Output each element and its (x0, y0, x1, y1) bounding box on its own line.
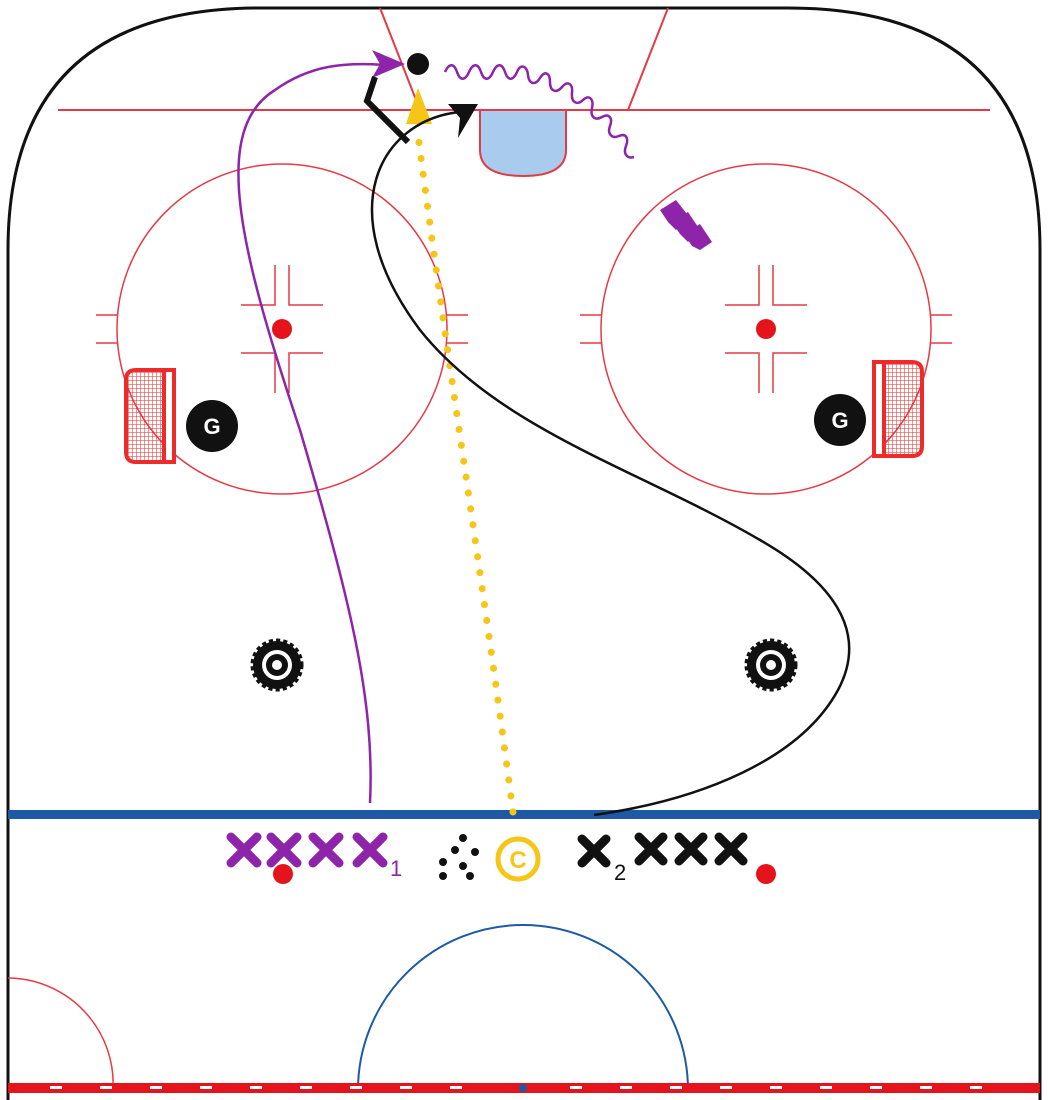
goal-net-icon (872, 360, 924, 458)
player-x-icon (714, 832, 748, 866)
group2-skate-path (370, 110, 851, 817)
group2-subscript: 2 (614, 860, 626, 885)
group2-players (577, 832, 748, 868)
triple-chevron-icon (660, 200, 712, 250)
puck-pile-icon (439, 834, 479, 880)
player-x-icon (634, 832, 668, 866)
bottom-left-arc (7, 977, 114, 1091)
trapezoid-line-left (379, 7, 421, 111)
puck-icon (407, 53, 429, 75)
goalie-left-label: G (203, 414, 220, 439)
group1-carry-path (443, 64, 635, 159)
stop-pivot-mark (363, 76, 411, 145)
player-x-icon (308, 832, 344, 868)
group2-arrowhead (448, 104, 478, 138)
tire-icon (250, 638, 304, 692)
player-x-icon (266, 832, 302, 868)
goal-crease (479, 109, 567, 178)
player-x-icon (352, 832, 388, 868)
blue-line (8, 810, 1040, 819)
goalie-right: G (814, 394, 866, 446)
group1-arrowhead (372, 50, 405, 78)
trapezoid-line-right (627, 7, 669, 111)
center-line-dashes (50, 1086, 982, 1089)
center-dot (519, 1084, 527, 1092)
goalie-right-label: G (831, 408, 848, 433)
rink-boards (6, 6, 1042, 1100)
coach-label: C (509, 847, 526, 874)
neutral-dot-right (756, 864, 776, 884)
player-x-icon (226, 832, 262, 868)
group1-subscript: 1 (390, 856, 402, 881)
coach-pass-path (414, 131, 517, 816)
coach-icon: C (495, 836, 541, 882)
neutral-dot-left (273, 864, 293, 884)
player-x-icon (577, 834, 611, 868)
goalie-left: G (186, 400, 238, 452)
group1-skate-path (237, 62, 386, 804)
player-x-icon (674, 832, 708, 866)
pass-arrowhead (406, 88, 432, 124)
group1-players (226, 832, 388, 868)
center-circle (357, 924, 689, 1091)
tire-icon (744, 638, 798, 692)
faceoff-circle-right (580, 163, 952, 495)
goal-net-icon (124, 368, 176, 464)
